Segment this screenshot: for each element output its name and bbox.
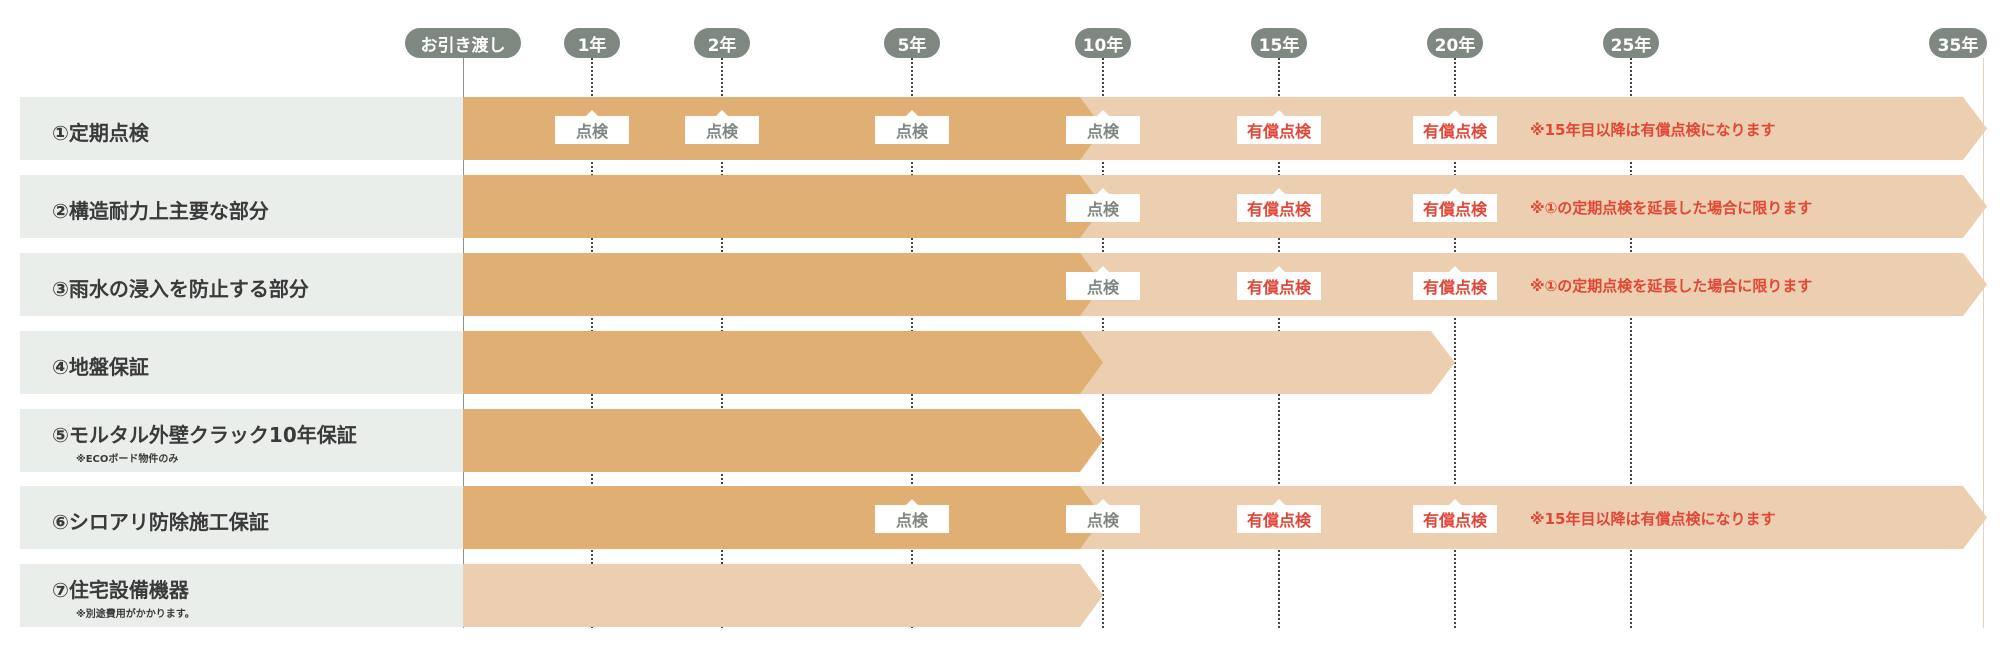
extended-period-bar <box>1080 331 1455 394</box>
paid-inspection-badge: 有償点検 <box>1413 110 1497 144</box>
paid-inspection-badge: 有償点検 <box>1413 499 1497 533</box>
extended-period-bar <box>1080 97 1987 160</box>
warranty-period-bar <box>463 253 1103 316</box>
warranty-period-bar <box>463 409 1103 472</box>
extended-period-bar <box>1080 486 1987 549</box>
row-label-cell: ⑦住宅設備機器 ※別途費用がかかります。 <box>20 564 463 627</box>
row-label-cell: ④地盤保証 <box>20 331 463 394</box>
timeline-marker: 20年 <box>1427 28 1483 58</box>
paid-inspection-badge: 有償点検 <box>1413 266 1497 300</box>
extended-period-bar <box>1080 175 1987 238</box>
inspection-badge: 点検 <box>685 110 759 144</box>
row-label-cell: ③雨水の浸入を防止する部分 <box>20 253 463 316</box>
row-sublabel: ※ECOボード物件のみ <box>76 454 179 465</box>
bar-track <box>463 409 1103 472</box>
warranty-period-bar <box>463 486 1103 549</box>
inspection-badge: 点検 <box>555 110 629 144</box>
bar-track <box>463 175 1987 238</box>
row-note: ※①の定期点検を延長した場合に限ります <box>1530 277 1813 295</box>
warranty-row: ⑥シロアリ防除施工保証 点検 点検 有償点検 有償点検 ※15年目以降は有償点検になります <box>0 486 2000 549</box>
row-label: ③雨水の浸入を防止する部分 <box>52 277 309 301</box>
paid-inspection-badge: 有償点検 <box>1413 188 1497 222</box>
timeline-marker: お引き渡し <box>405 28 521 58</box>
warranty-period-bar <box>463 97 1103 160</box>
warranty-period-bar <box>463 331 1103 394</box>
paid-inspection-badge: 有償点検 <box>1237 499 1321 533</box>
row-label-cell: ②構造耐力上主要な部分 <box>20 175 463 238</box>
inspection-badge: 点検 <box>875 499 949 533</box>
row-label: ④地盤保証 <box>52 355 149 379</box>
timeline-marker: 5年 <box>884 28 940 58</box>
inspection-badge: 点検 <box>1066 188 1140 222</box>
timeline-marker: 1年 <box>564 28 620 58</box>
row-label: ⑦住宅設備機器 <box>52 578 189 602</box>
inspection-badge: 点検 <box>1066 110 1140 144</box>
year-gridline <box>1454 58 1456 628</box>
warranty-row: ①定期点検 点検 点検 点検 点検 有償点検 有償点検 ※15年目以降は有償点検になります <box>0 97 2000 160</box>
paid-inspection-badge: 有償点検 <box>1237 188 1321 222</box>
timeline-marker: 10年 <box>1075 28 1131 58</box>
extended-period-bar <box>1080 253 1987 316</box>
paid-inspection-badge: 有償点検 <box>1237 110 1321 144</box>
bar-track <box>463 253 1987 316</box>
warranty-row: ④地盤保証 <box>0 331 2000 394</box>
warranty-row: ⑦住宅設備機器 ※別途費用がかかります。 <box>0 564 2000 627</box>
warranty-period-bar <box>463 175 1103 238</box>
timeline-end-line <box>1983 58 1984 628</box>
year-gridline <box>1630 58 1632 628</box>
bar-track <box>463 564 1103 627</box>
row-label: ②構造耐力上主要な部分 <box>52 199 269 223</box>
bar-track <box>463 331 1455 394</box>
row-note: ※①の定期点検を延長した場合に限ります <box>1530 199 1813 217</box>
row-label-cell: ①定期点検 <box>20 97 463 160</box>
warranty-row: ⑤モルタル外壁クラック10年保証 ※ECOボード物件のみ <box>0 409 2000 472</box>
row-label-cell: ⑤モルタル外壁クラック10年保証 ※ECOボード物件のみ <box>20 409 463 472</box>
row-label: ⑥シロアリ防除施工保証 <box>52 510 269 534</box>
row-label: ⑤モルタル外壁クラック10年保証 <box>52 423 357 447</box>
row-sublabel: ※別途費用がかかります。 <box>76 609 195 620</box>
inspection-badge: 点検 <box>1066 499 1140 533</box>
warranty-row: ②構造耐力上主要な部分 点検 有償点検 有償点検 ※①の定期点検を延長した場合に限ります <box>0 175 2000 238</box>
row-note: ※15年目以降は有償点検になります <box>1530 510 1776 528</box>
warranty-row: ③雨水の浸入を防止する部分 点検 有償点検 有償点検 ※①の定期点検を延長した場合に限り… <box>0 253 2000 316</box>
row-label: ①定期点検 <box>52 121 149 145</box>
extended-period-bar <box>463 564 1103 627</box>
timeline-marker: 35年 <box>1929 28 1987 58</box>
bar-track <box>463 97 1987 160</box>
inspection-badge: 点検 <box>1066 266 1140 300</box>
bar-track <box>463 486 1987 549</box>
timeline-marker: 15年 <box>1251 28 1307 58</box>
timeline-marker: 25年 <box>1603 28 1659 58</box>
paid-inspection-badge: 有償点検 <box>1237 266 1321 300</box>
row-note: ※15年目以降は有償点検になります <box>1530 121 1776 139</box>
inspection-badge: 点検 <box>875 110 949 144</box>
row-label-cell: ⑥シロアリ防除施工保証 <box>20 486 463 549</box>
timeline-marker: 2年 <box>694 28 750 58</box>
